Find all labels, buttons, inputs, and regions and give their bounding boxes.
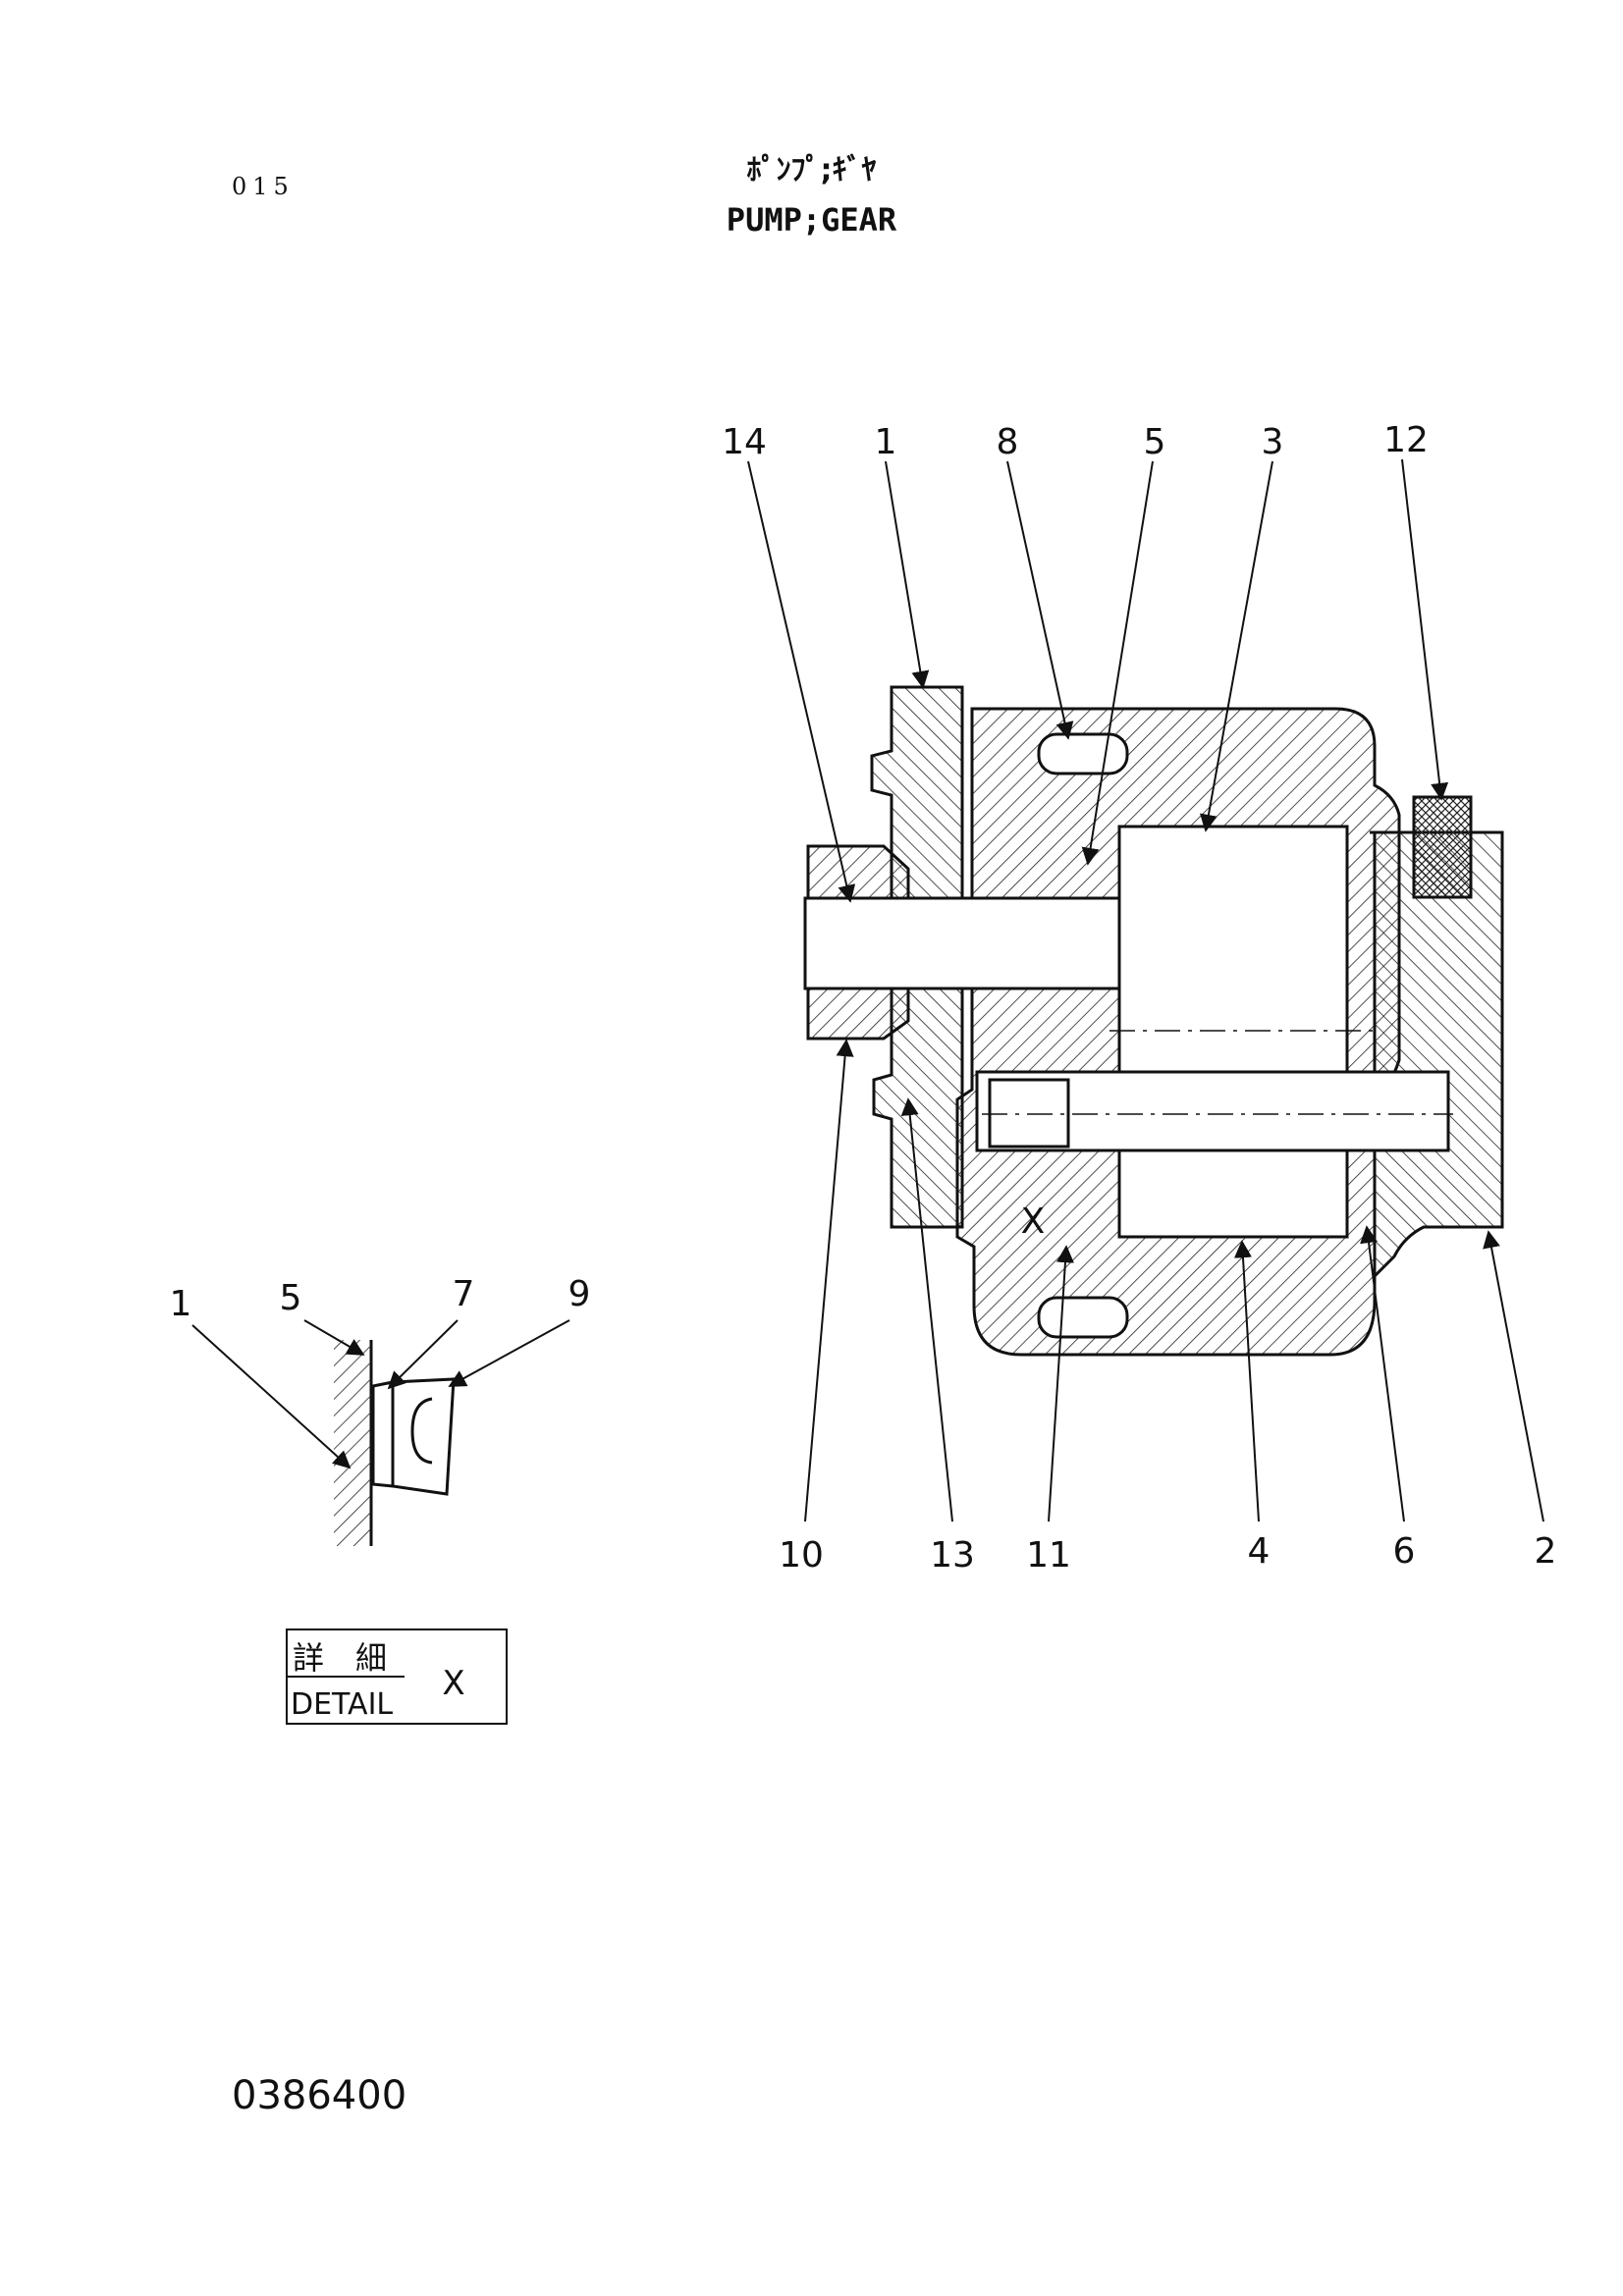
callout-3: 3 — [1262, 422, 1284, 462]
detail-leader-lines — [191, 1319, 570, 1469]
callout-5: 5 — [1144, 422, 1166, 462]
callout-2: 2 — [1535, 1531, 1557, 1572]
detail-callout-5: 5 — [280, 1278, 302, 1318]
callout-1: 1 — [875, 422, 897, 462]
title-japanese: ﾎﾟﾝﾌﾟ;ｷﾞﾔ — [746, 153, 877, 187]
pump-body — [803, 685, 1504, 1357]
callout-12: 12 — [1383, 420, 1429, 460]
page-number: 015 — [232, 173, 295, 200]
detail-box: 詳 細 DETAIL X — [286, 1629, 508, 1725]
detail-callout-1: 1 — [170, 1284, 192, 1324]
detail-callout-7: 7 — [453, 1274, 475, 1314]
callout-14: 14 — [722, 422, 767, 462]
leader-lines — [747, 458, 1544, 1522]
detail-callout-9: 9 — [568, 1274, 591, 1314]
callout-13: 13 — [930, 1535, 975, 1575]
detail-label-jp: 詳 細 — [293, 1639, 387, 1677]
section-marker-x: X — [1021, 1201, 1046, 1242]
callout-4: 4 — [1248, 1531, 1271, 1572]
center-lines — [982, 1030, 1453, 1115]
callout-8: 8 — [997, 422, 1019, 462]
detail-ref: X — [442, 1664, 464, 1703]
detail-view — [334, 1340, 456, 1546]
callout-6: 6 — [1393, 1531, 1416, 1572]
title-english: PUMP;GEAR — [726, 201, 897, 239]
detail-label-en: DETAIL — [291, 1687, 393, 1722]
callout-10: 10 — [779, 1535, 824, 1575]
callout-11: 11 — [1026, 1535, 1071, 1575]
drawing-number: 0386400 — [232, 2073, 407, 2118]
